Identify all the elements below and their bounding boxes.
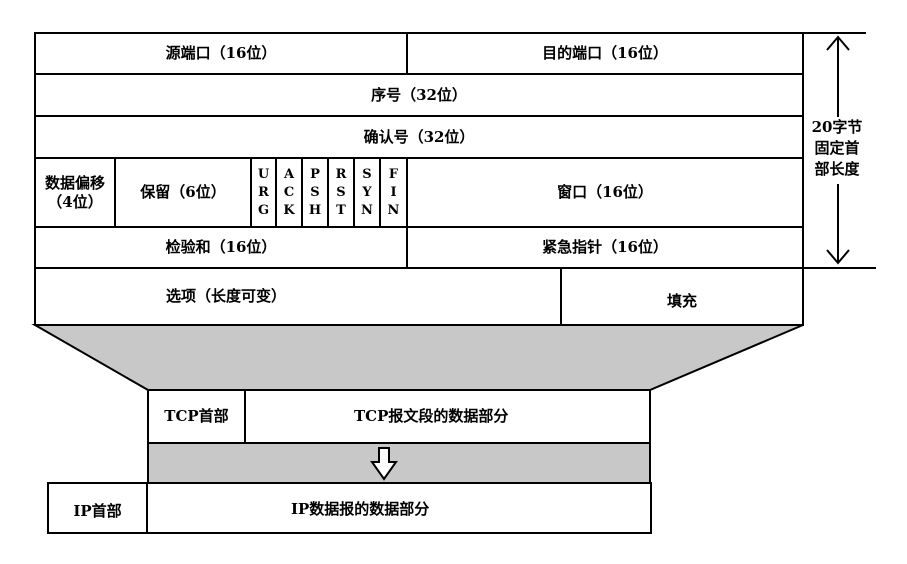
- bracket-top-line: [804, 32, 866, 34]
- flag-urg: U R G: [252, 159, 275, 226]
- flag-char: N: [387, 202, 400, 218]
- double-arrow-icon: [826, 35, 850, 265]
- col-divider: [114, 157, 116, 227]
- col-divider: [353, 157, 355, 227]
- col-divider: [406, 226, 408, 268]
- flag-char: K: [283, 202, 295, 218]
- flag-char: H: [308, 202, 322, 218]
- flag-char: S: [310, 184, 320, 200]
- data-offset-label: 数据偏移: [44, 173, 105, 192]
- row-divider: [34, 115, 804, 117]
- flag-psh: P S H: [303, 159, 327, 226]
- row-divider: [34, 157, 804, 159]
- flag-char: C: [283, 184, 295, 200]
- options-field: 选项（长度可变）: [166, 287, 287, 305]
- tcp-header-table: [34, 32, 804, 326]
- row-divider: [34, 226, 804, 228]
- col-divider: [244, 389, 246, 444]
- tcp-header-block: TCP首部: [164, 407, 229, 425]
- dest-port-field: 目的端口（16位）: [542, 44, 668, 62]
- header-length-line2: 固定首: [814, 139, 860, 157]
- flag-char: A: [283, 166, 295, 182]
- header-length-label: 20字节 固定首 部长度: [806, 117, 868, 180]
- checksum-field: 检验和（16位）: [165, 238, 277, 256]
- encapsulation-band: [147, 442, 651, 484]
- down-arrow-icon: [370, 447, 398, 481]
- flag-char: G: [257, 202, 270, 218]
- urgent-pointer-field: 紧急指针（16位）: [542, 238, 668, 256]
- flag-fin: F I N: [381, 159, 406, 226]
- flag-char: P: [310, 166, 320, 182]
- col-divider: [327, 157, 329, 227]
- col-divider: [301, 157, 303, 227]
- flag-char: R: [258, 184, 269, 200]
- data-offset-bits: （4位）: [47, 192, 103, 211]
- flag-ack: A C K: [277, 159, 301, 226]
- row-divider: [34, 267, 804, 269]
- window-field: 窗口（16位）: [557, 183, 653, 201]
- flag-char: S: [362, 166, 372, 182]
- flag-syn: S Y N: [355, 159, 379, 226]
- flag-char: I: [390, 184, 397, 200]
- reserved-field: 保留（6位）: [140, 183, 226, 201]
- col-divider: [379, 157, 381, 227]
- col-divider: [406, 32, 408, 74]
- row-divider: [34, 73, 804, 75]
- col-divider: [560, 267, 562, 326]
- source-port-field: 源端口（16位）: [165, 44, 277, 62]
- flag-char: U: [257, 166, 270, 182]
- tcp-data-block: TCP报文段的数据部分: [354, 407, 509, 425]
- sequence-number-field: 序号（32位）: [371, 85, 467, 104]
- col-divider: [406, 157, 408, 227]
- bracket-bottom-line: [804, 267, 876, 269]
- ip-header-block: IP首部: [73, 501, 122, 520]
- flag-char: T: [336, 202, 346, 218]
- ack-number-field: 确认号（32位）: [363, 127, 475, 146]
- col-divider: [275, 157, 277, 227]
- data-offset-field: 数据偏移 （4位）: [36, 159, 114, 226]
- padding-field: 填充: [666, 292, 697, 310]
- flag-char: F: [388, 166, 399, 182]
- header-length-line3: 部长度: [814, 160, 860, 178]
- col-divider: [250, 157, 252, 227]
- flag-char: N: [361, 202, 373, 218]
- ip-data-block: IP数据报的数据部分: [291, 500, 430, 518]
- col-divider: [146, 482, 148, 534]
- flag-char: S: [336, 184, 346, 200]
- header-length-line1: 20字节: [811, 118, 863, 136]
- flag-rst: R S T: [329, 159, 353, 226]
- flag-char: Y: [362, 184, 372, 200]
- flag-char: R: [335, 166, 347, 182]
